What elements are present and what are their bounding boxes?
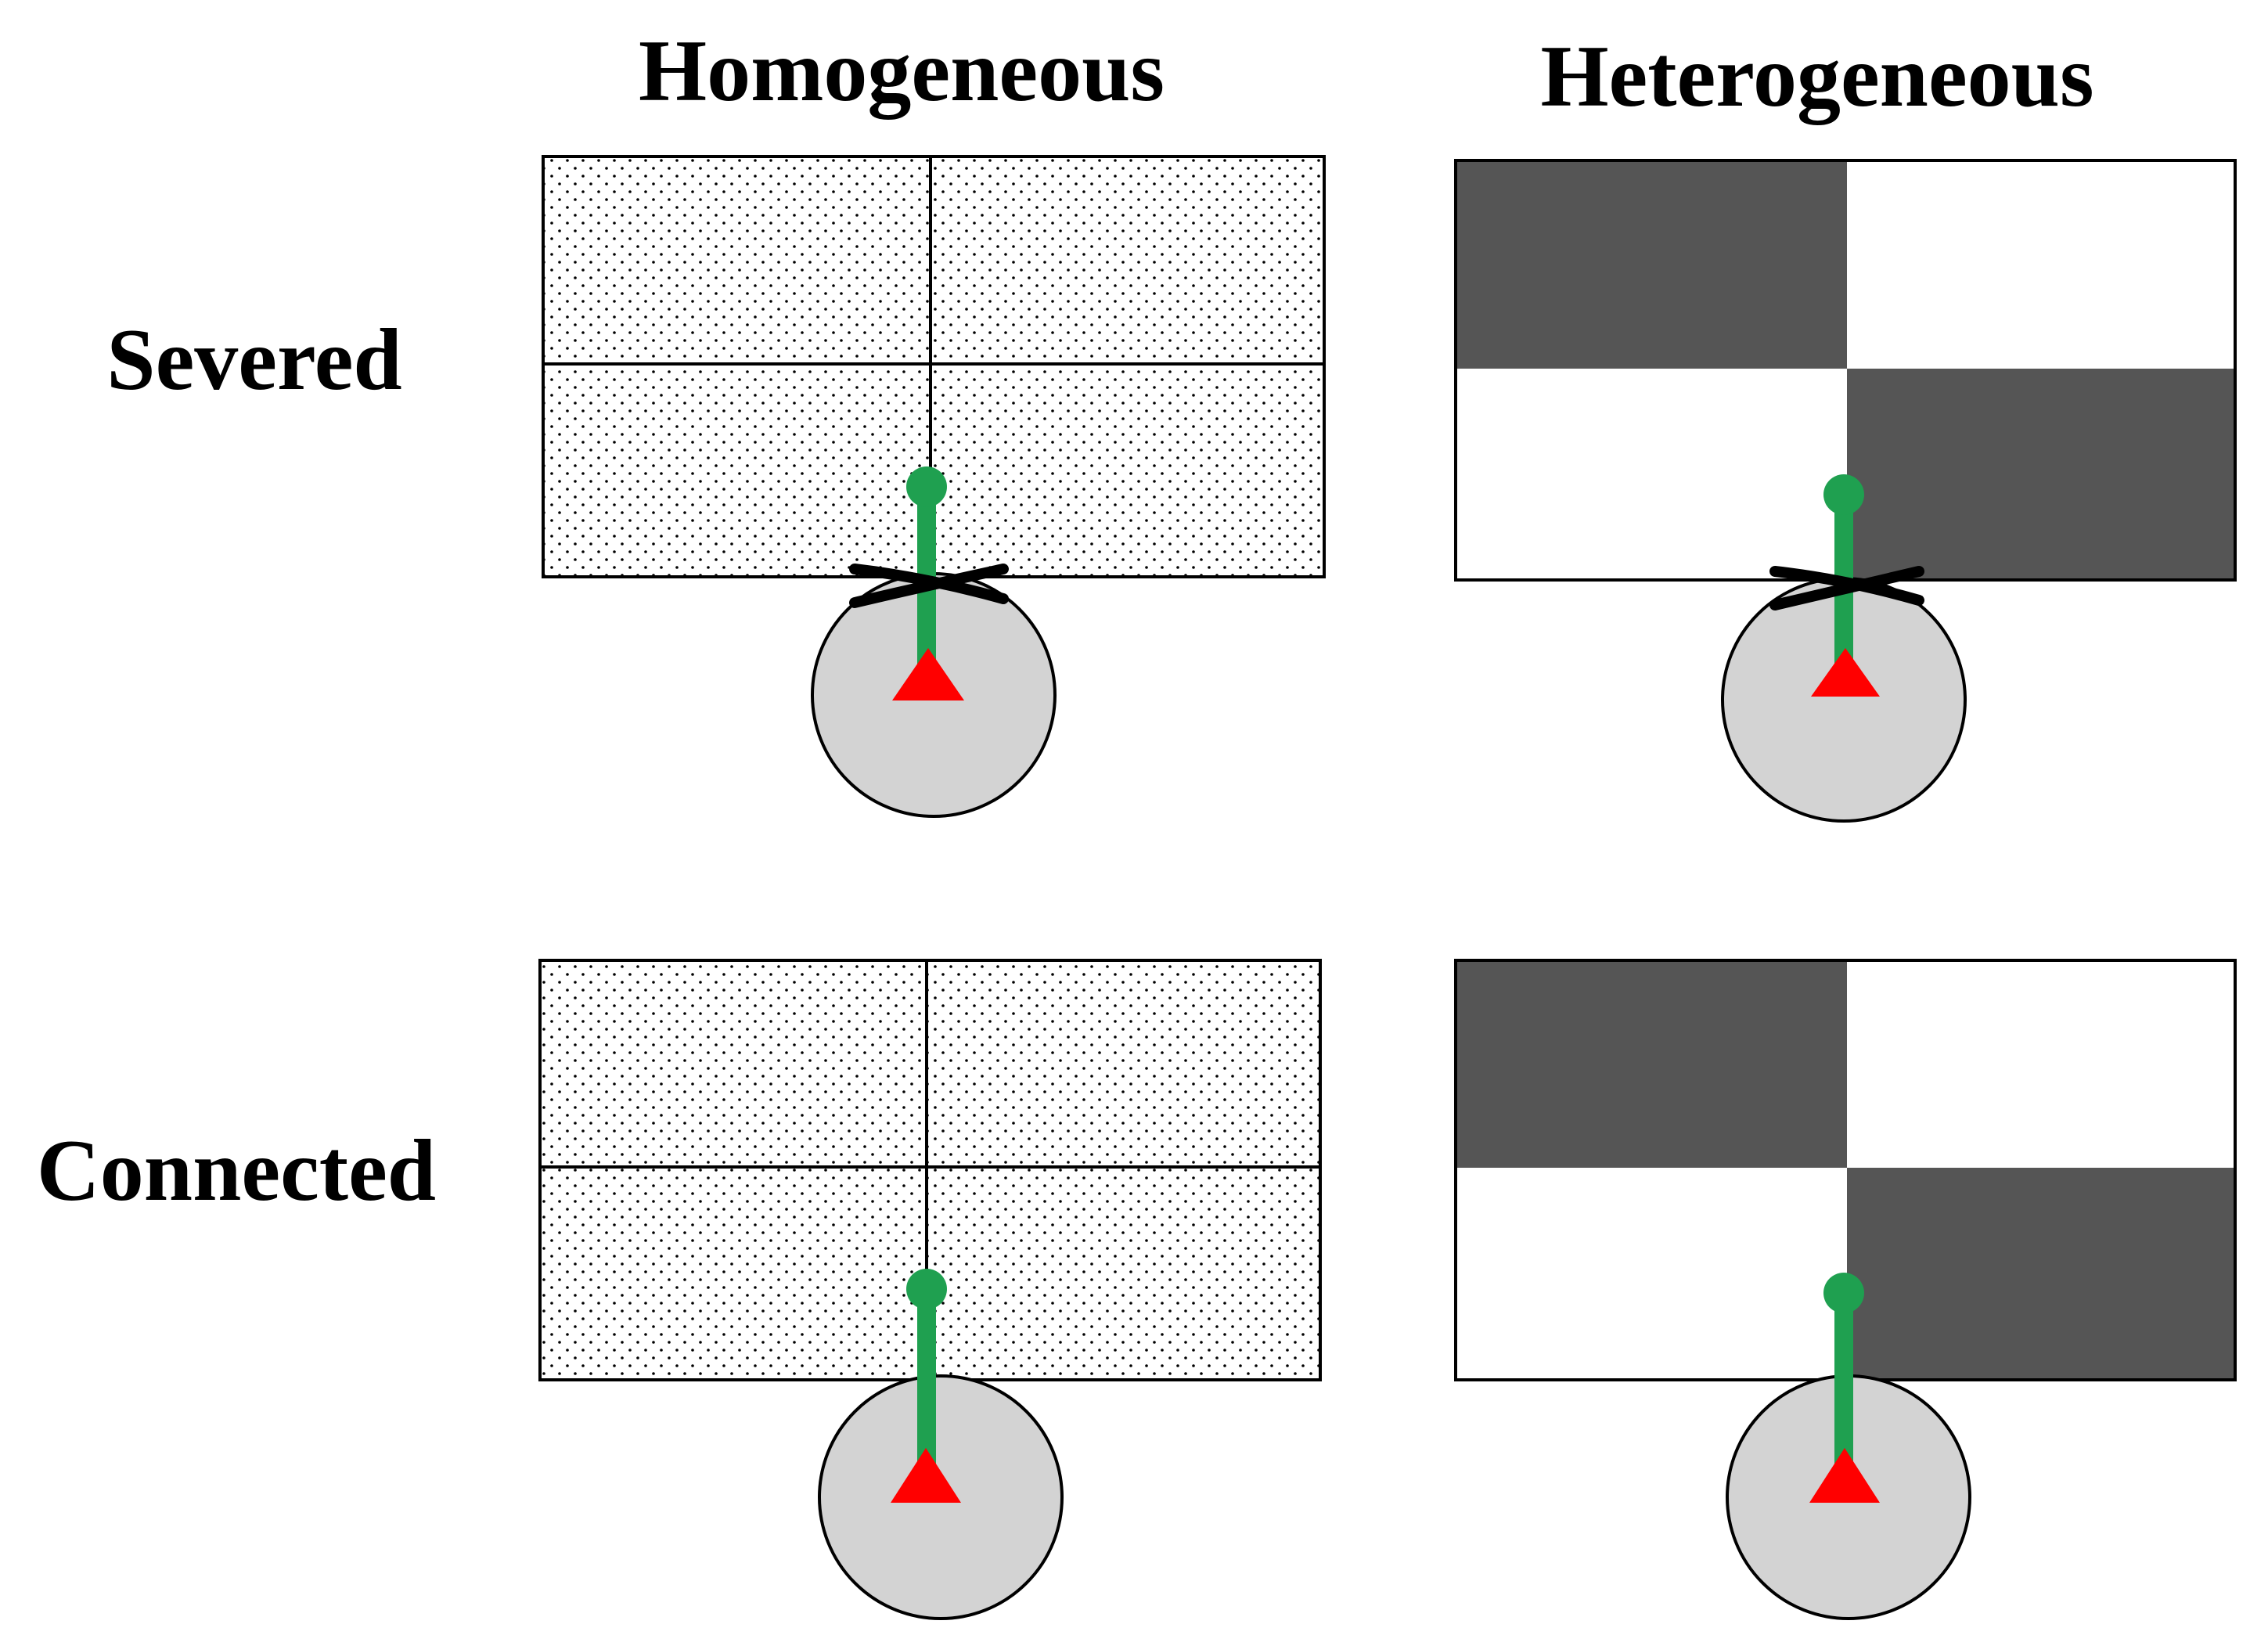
neuron-triangle — [891, 1448, 961, 1503]
panel-connected-homogeneous — [538, 959, 1322, 1620]
neuron-triangle — [1811, 648, 1880, 697]
dark-patch-top-left — [1456, 160, 1847, 369]
axon-terminal — [906, 466, 947, 507]
panel-severed-heterogeneous — [1454, 159, 2237, 823]
panel-connected-heterogeneous — [1454, 959, 2237, 1620]
neuron-triangle — [1809, 1448, 1880, 1503]
neuron-triangle — [892, 648, 964, 700]
dark-patch-bottom-right — [1847, 369, 2235, 580]
dark-patch-bottom-right — [1847, 1168, 2235, 1380]
axon-terminal — [1823, 474, 1864, 515]
axon-terminal — [906, 1269, 947, 1309]
cut-mark-icon — [1769, 566, 1924, 610]
row-label-severed: Severed — [106, 312, 401, 409]
axon-terminal — [1823, 1273, 1864, 1313]
column-header-heterogeneous: Heterogeneous — [1540, 28, 2093, 125]
panel-severed-homogeneous — [542, 155, 1326, 818]
column-header-homogeneous: Homogeneous — [639, 23, 1165, 120]
row-label-connected: Connected — [37, 1122, 436, 1219]
dark-patch-top-left — [1456, 960, 1847, 1168]
cut-mark-icon — [849, 564, 1009, 608]
